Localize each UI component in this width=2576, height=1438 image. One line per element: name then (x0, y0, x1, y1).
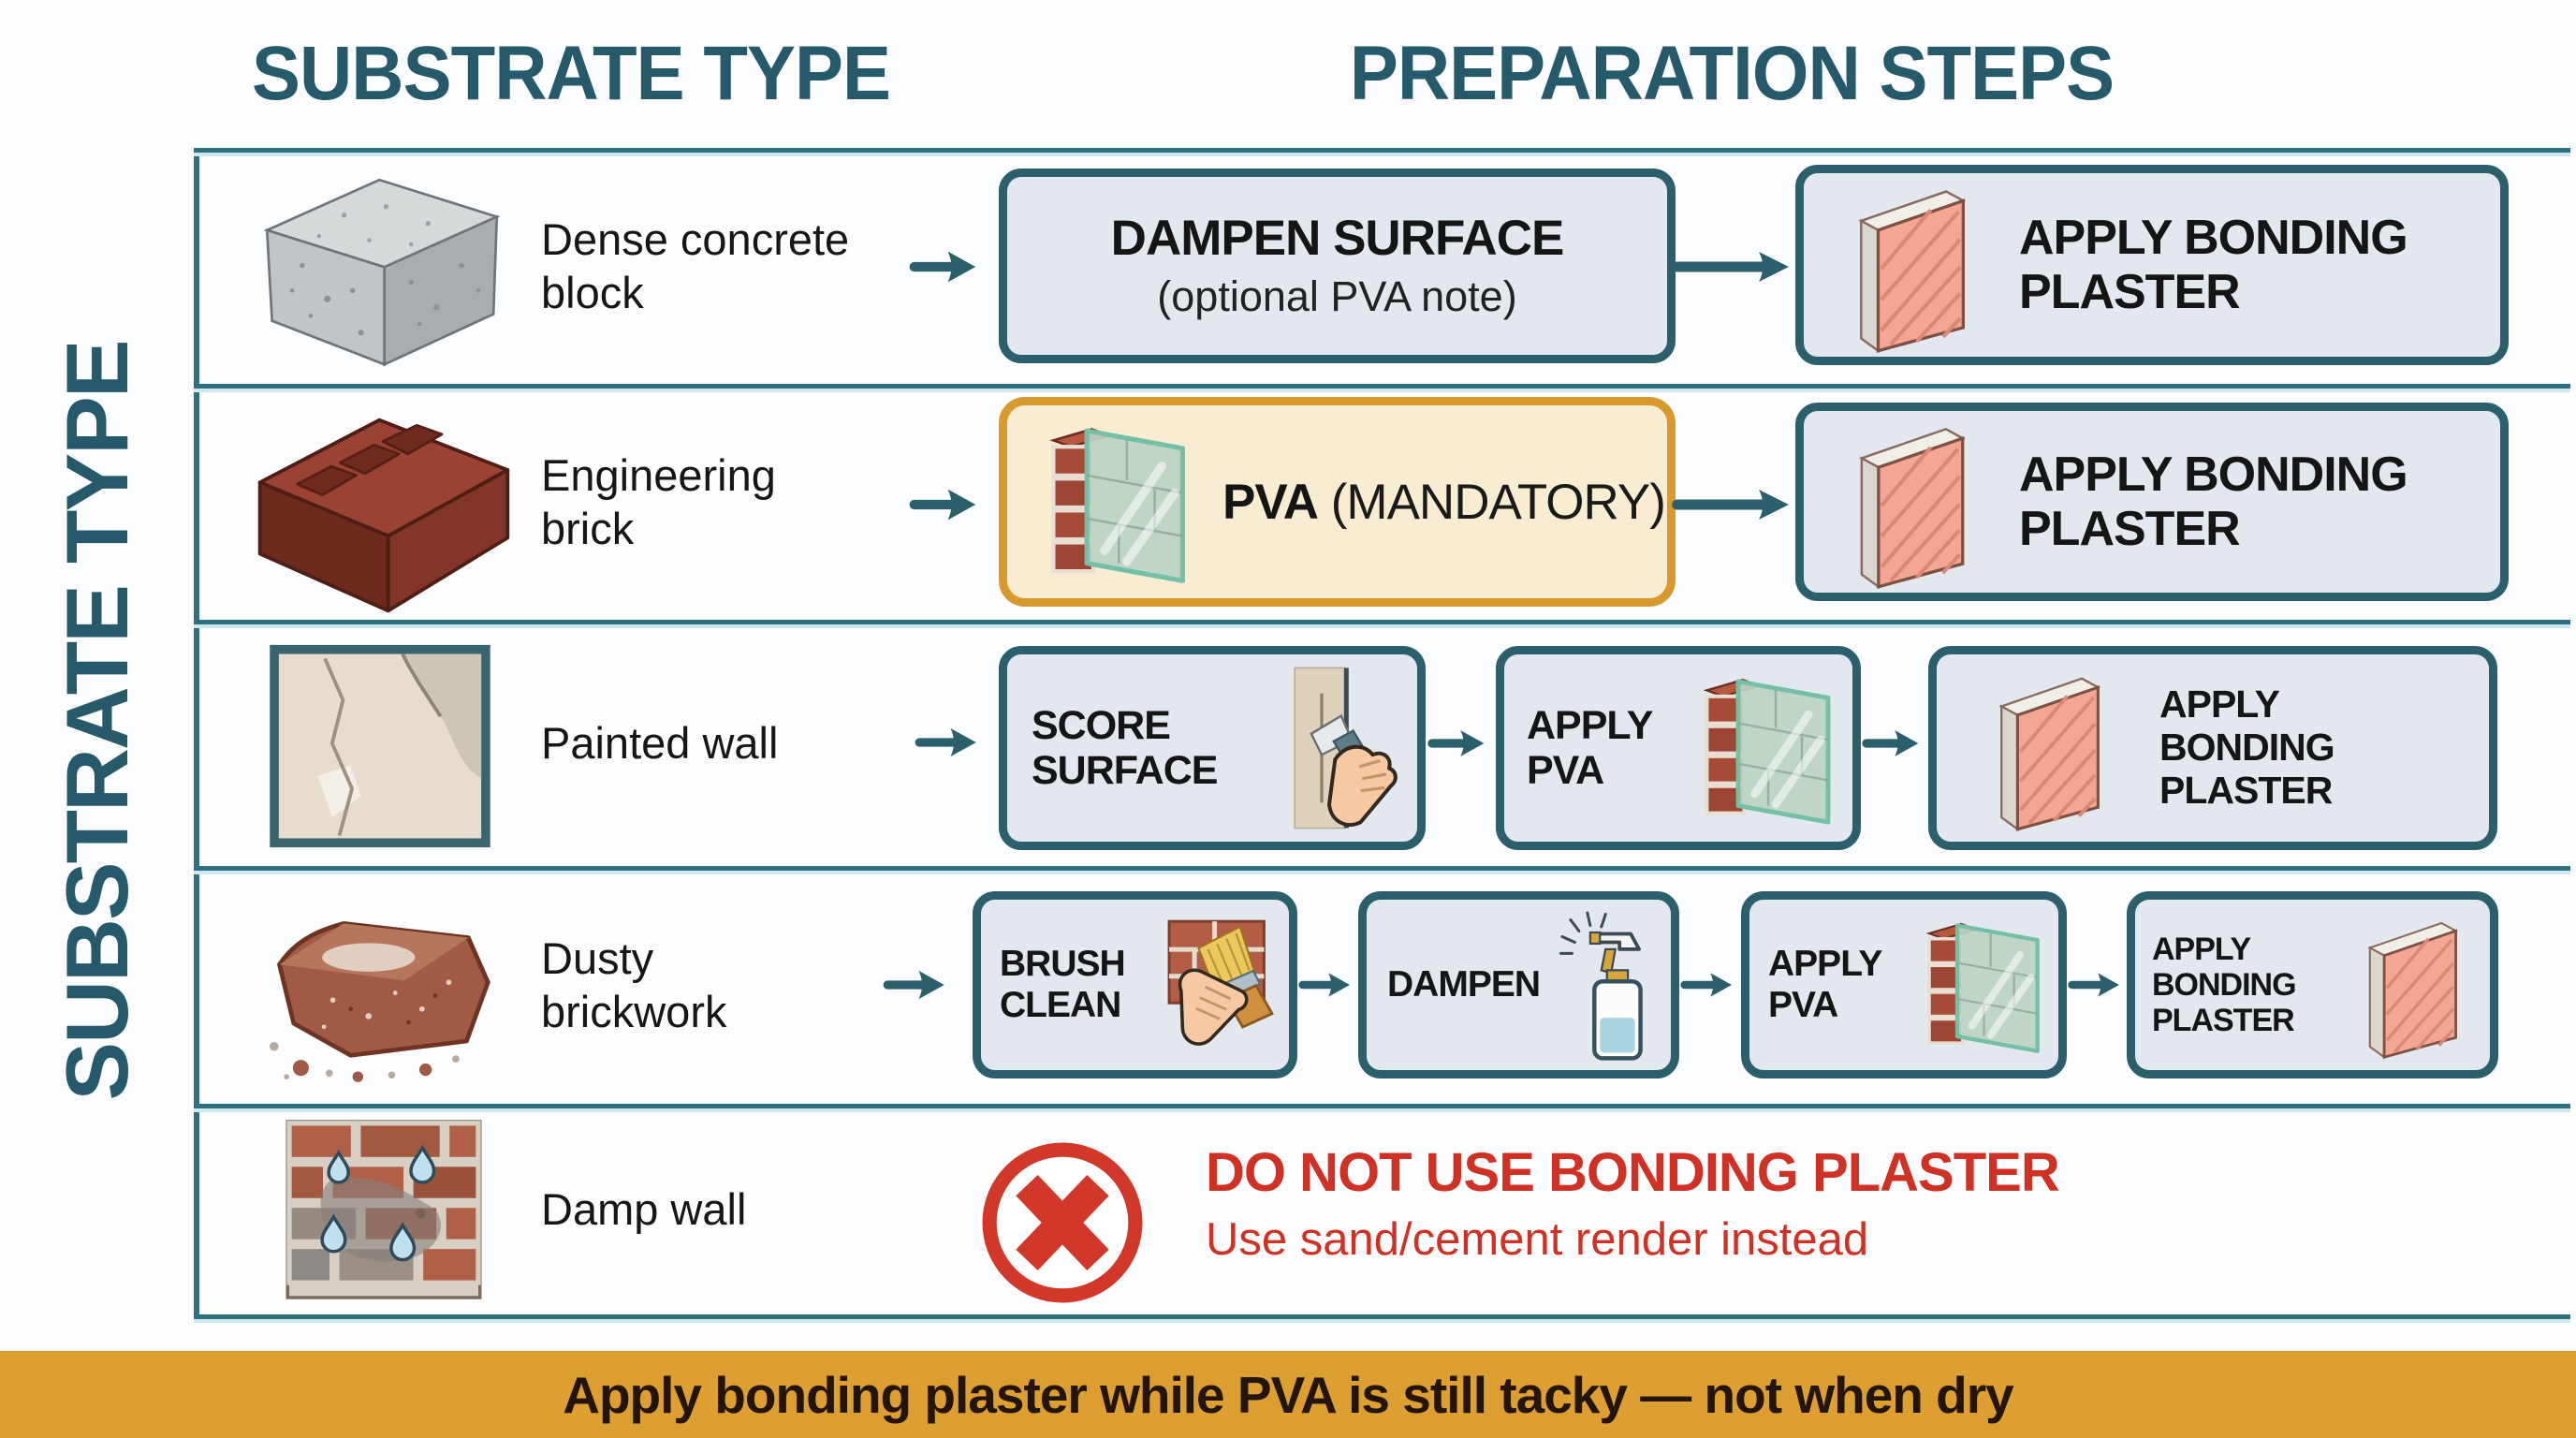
step-box-score-surface: SCORE SURFACE (999, 646, 1426, 850)
bonding-plaster-icon (2342, 906, 2482, 1064)
row-damp-wall: Damp wall DO NOT USE BONDING PLASTER Use… (0, 1104, 2576, 1314)
arrow-right-icon (1672, 478, 1793, 531)
arrow-right-icon (1862, 719, 1925, 768)
arrow-right-icon (909, 476, 983, 534)
step-subtitle: (optional PVA note) (1157, 271, 1517, 320)
row-divider (194, 866, 2570, 874)
row-divider (194, 148, 2570, 156)
bonding-plaster-icon (1955, 660, 2143, 836)
damp-wall-icon (258, 1115, 509, 1304)
bonding-plaster-icon (1804, 176, 2019, 354)
arrow-right-icon (1680, 961, 1737, 1008)
step-box-brush-clean: BRUSH CLEAN (973, 891, 1297, 1078)
warning-title: DO NOT USE BONDING PLASTER (1206, 1142, 2060, 1203)
prohibited-x-icon (973, 1134, 1151, 1312)
step-box-apply-bonding-plaster: APPLY BONDING PLASTER (1928, 646, 2497, 850)
concrete-block-icon (245, 165, 519, 374)
arrow-right-icon (1298, 961, 1355, 1008)
table-left-border (194, 148, 199, 1319)
arrow-right-icon (883, 958, 951, 1012)
row-divider (194, 620, 2570, 628)
warning-subtitle: Use sand/cement render instead (1206, 1214, 1869, 1265)
step-box-apply-bonding-plaster: APPLY BONDING PLASTER (1795, 165, 2509, 365)
step-title: APPLY BONDING PLASTER (2152, 931, 2297, 1039)
column-header-preparation-steps: PREPARATION STEPS (1349, 31, 2115, 116)
step-box-dampen: DAMPEN (1358, 891, 1679, 1078)
step-title: BRUSH CLEAN (1000, 944, 1126, 1025)
bonding-plaster-icon (1804, 414, 2019, 590)
arrow-right-icon (1672, 241, 1793, 293)
spray-bottle-icon (1551, 904, 1661, 1065)
painted-wall-icon (262, 642, 498, 850)
row-divider (194, 1314, 2570, 1323)
substrate-label: Engineering brick (541, 449, 776, 553)
arrow-right-icon (2068, 961, 2125, 1008)
arrow-right-icon (1427, 719, 1490, 768)
engineering-brick-icon (240, 395, 528, 618)
substrate-label: Dusty brickwork (541, 932, 727, 1036)
step-title: DAMPEN (1387, 964, 1541, 1005)
row-divider (194, 384, 2570, 392)
score-surface-icon (1247, 660, 1404, 836)
row-dense-concrete-block: Dense concrete block DAMPEN SURFACE (opt… (0, 148, 2576, 384)
bottom-tip-banner: Apply bonding plaster while PVA is still… (0, 1351, 2576, 1438)
warning-text: DO NOT USE BONDING PLASTER Use sand/ceme… (1206, 1141, 2060, 1266)
pva-on-brick-icon (1910, 903, 2051, 1066)
column-header-substrate-type: SUBSTRATE TYPE (251, 31, 891, 116)
row-dusty-brickwork: Dusty brickwork BRUSH CLEAN DAMPEN APPLY (0, 866, 2576, 1104)
step-box-dampen-surface: DAMPEN SURFACE (optional PVA note) (999, 169, 1676, 363)
step-title: APPLY PVA (1768, 944, 1882, 1025)
step-title: APPLY BONDING PLASTER (2019, 210, 2408, 319)
brush-clean-icon (1141, 904, 1281, 1065)
substrate-label: Dense concrete block (541, 213, 850, 317)
banner-text: Apply bonding plaster while PVA is still… (563, 1365, 2014, 1424)
step-title: APPLY PVA (1527, 702, 1653, 793)
pva-on-brick-icon (1007, 410, 1222, 594)
row-engineering-brick: Engineering brick PVA (MANDATORY) APPLY … (0, 384, 2576, 620)
step-title: DAMPEN SURFACE (1110, 211, 1565, 267)
step-title: PVA (MANDATORY) (1222, 474, 1666, 530)
step-title: SCORE SURFACE (1032, 702, 1218, 793)
step-title: APPLY BONDING PLASTER (2159, 682, 2335, 812)
step-box-apply-pva: APPLY PVA (1496, 646, 1861, 850)
row-painted-wall: Painted wall SCORE SURFACE APPLY PVA (0, 620, 2576, 866)
step-box-apply-bonding-plaster: APPLY BONDING PLASTER (1795, 403, 2509, 601)
dusty-brickwork-icon (236, 875, 528, 1098)
step-title: APPLY BONDING PLASTER (2019, 447, 2408, 556)
pva-on-brick-icon (1686, 658, 1843, 838)
step-box-apply-pva: APPLY PVA (1741, 891, 2067, 1078)
arrow-right-icon (915, 715, 983, 770)
step-box-apply-bonding-plaster: APPLY BONDING PLASTER (2127, 891, 2498, 1078)
step-box-pva-mandatory: PVA (MANDATORY) (999, 397, 1676, 607)
substrate-label: Painted wall (541, 717, 779, 768)
substrate-label: Damp wall (541, 1183, 747, 1234)
row-divider (194, 1104, 2570, 1112)
arrow-right-icon (909, 238, 983, 296)
